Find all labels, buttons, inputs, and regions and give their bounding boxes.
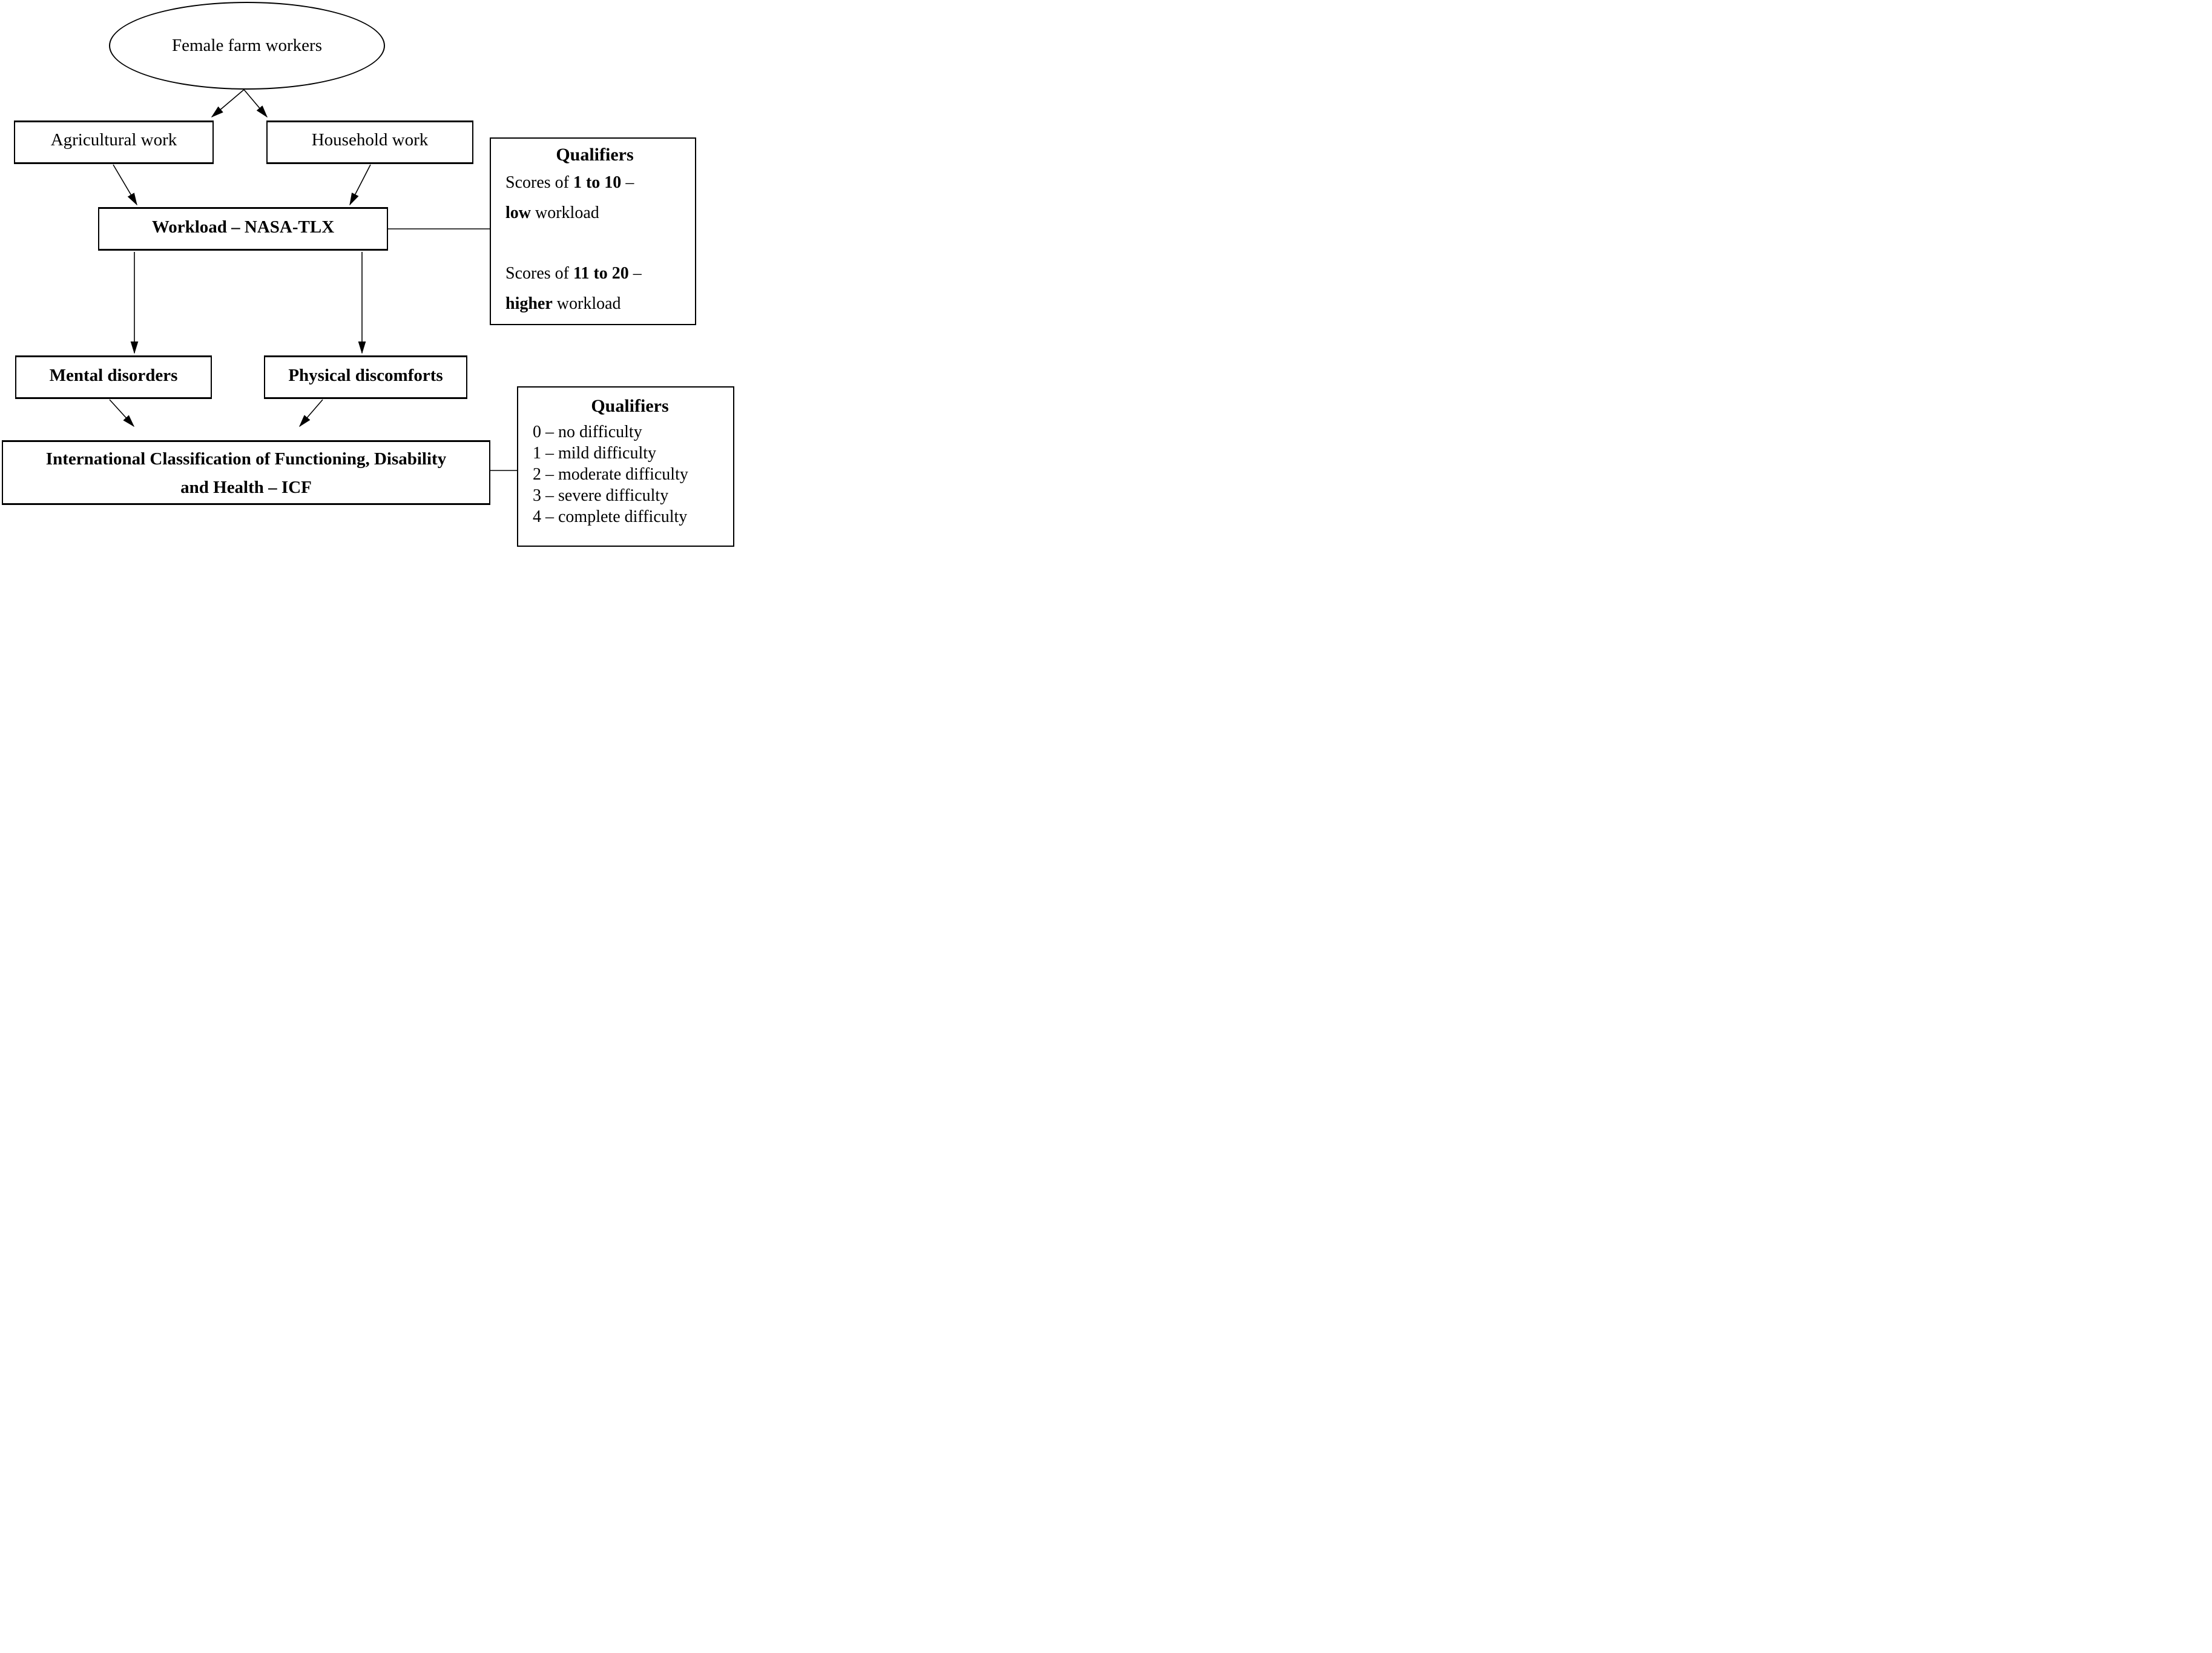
node-workload-nasa-tlx: Workload – NASA-TLX <box>98 207 388 251</box>
node-female-farm-workers: Female farm workers <box>109 2 385 90</box>
qualifier-line: 4 – complete difficulty <box>533 507 688 526</box>
node-physical-discomforts: Physical discomforts <box>264 355 467 399</box>
qualifier-text-bold: higher <box>505 294 553 313</box>
qualifiers-icf-box: Qualifiers 0 – no difficulty 1 – mild di… <box>517 386 734 547</box>
qualifier-text-bold: 1 to 10 <box>573 173 622 192</box>
qualifier-line: 1 – mild difficulty <box>533 444 657 463</box>
node-icf: International Classification of Function… <box>2 440 490 505</box>
qualifier-line: Scores of 11 to 20 – <box>505 259 684 289</box>
qualifier-line: 3 – severe difficulty <box>533 486 669 505</box>
qualifier-text: Scores of <box>505 173 573 192</box>
qualifier-line: low workload <box>505 198 684 228</box>
qualifier-line: Scores of 1 to 10 – <box>505 168 684 198</box>
qualifier-line: 2 – moderate difficulty <box>533 465 688 484</box>
node-label-line1: International Classification of Function… <box>45 449 447 469</box>
flowchart: Female farm workers Agricultural work Ho… <box>0 0 737 551</box>
qualifier-text-bold: 11 to 20 <box>573 264 629 283</box>
qualifier-line: 0 – no difficulty <box>533 423 642 441</box>
qualifier-text: workload <box>531 203 599 222</box>
node-label: Agricultural work <box>50 130 177 150</box>
qualifier-text: – <box>628 264 642 283</box>
spacer <box>505 228 684 259</box>
node-household-work: Household work <box>266 120 473 164</box>
node-label: Household work <box>311 130 429 150</box>
qualifiers-title: Qualifiers <box>556 145 634 165</box>
arrow-physical-to-icf <box>298 399 323 427</box>
qualifier-text: workload <box>552 294 621 313</box>
node-label: Female farm workers <box>171 36 322 55</box>
node-mental-disorders: Mental disorders <box>15 355 212 399</box>
qualifier-text: Scores of <box>505 264 573 283</box>
qualifiers-title: Qualifiers <box>591 396 669 416</box>
qualifier-line: higher workload <box>505 289 684 319</box>
qualifier-text-bold: low <box>505 203 531 222</box>
arrow-mental-to-icf <box>109 399 135 427</box>
arrow-layer <box>109 89 518 471</box>
arrow-household-to-workload <box>349 164 371 206</box>
qualifier-text: – <box>621 173 634 192</box>
node-label: Workload – NASA-TLX <box>151 217 335 237</box>
arrow-ellipse-to-household <box>243 89 268 118</box>
node-agricultural-work: Agricultural work <box>14 120 214 164</box>
node-label: Physical discomforts <box>288 365 443 385</box>
arrow-ellipse-to-agricultural <box>211 89 245 118</box>
node-label: Mental disorders <box>49 365 178 385</box>
qualifiers-workload-box: Qualifiers Scores of 1 to 10 – low workl… <box>490 137 696 325</box>
arrow-agricultural-to-workload <box>113 164 137 206</box>
node-label-line2: and Health – ICF <box>180 478 312 497</box>
